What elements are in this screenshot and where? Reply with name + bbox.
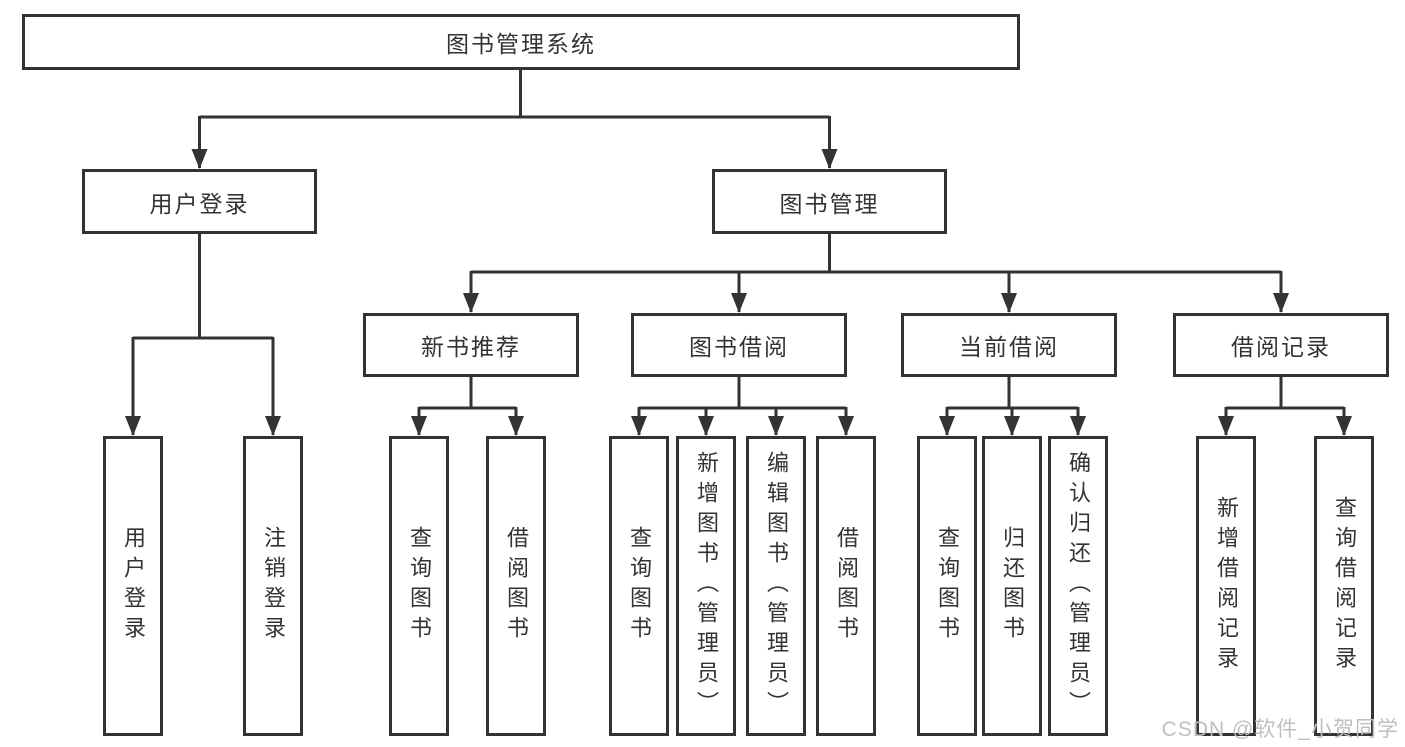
leaf-return-books: 归还图书: [982, 436, 1042, 736]
leaf-edit-books-admin: 编辑图书（管理员）: [746, 436, 806, 736]
leaf-query-books-current: 查询图书: [917, 436, 977, 736]
leaf-query-books-recommend: 查询图书: [389, 436, 449, 736]
node-library-management-system: 图书管理系统: [22, 14, 1020, 70]
leaf-borrow-books-recommend: 借阅图书: [486, 436, 546, 736]
leaf-logout: 注销登录: [243, 436, 303, 736]
leaf-query-books-borrow: 查询图书: [609, 436, 669, 736]
node-new-book-recommendation: 新书推荐: [363, 313, 579, 377]
leaf-query-borrow-record: 查询借阅记录: [1314, 436, 1374, 736]
leaf-borrow-books: 借阅图书: [816, 436, 876, 736]
leaf-confirm-return-admin: 确认归还（管理员）: [1048, 436, 1108, 736]
csdn-watermark: CSDN @软件_小贺同学: [1161, 718, 1399, 741]
node-borrowing-records: 借阅记录: [1173, 313, 1389, 377]
node-book-management: 图书管理: [712, 169, 947, 234]
leaf-add-borrow-record: 新增借阅记录: [1196, 436, 1256, 736]
node-user-login: 用户登录: [82, 169, 317, 234]
node-current-borrowing: 当前借阅: [901, 313, 1117, 377]
node-book-borrowing: 图书借阅: [631, 313, 847, 377]
leaf-user-login: 用户登录: [103, 436, 163, 736]
leaf-add-books-admin: 新增图书（管理员）: [676, 436, 736, 736]
